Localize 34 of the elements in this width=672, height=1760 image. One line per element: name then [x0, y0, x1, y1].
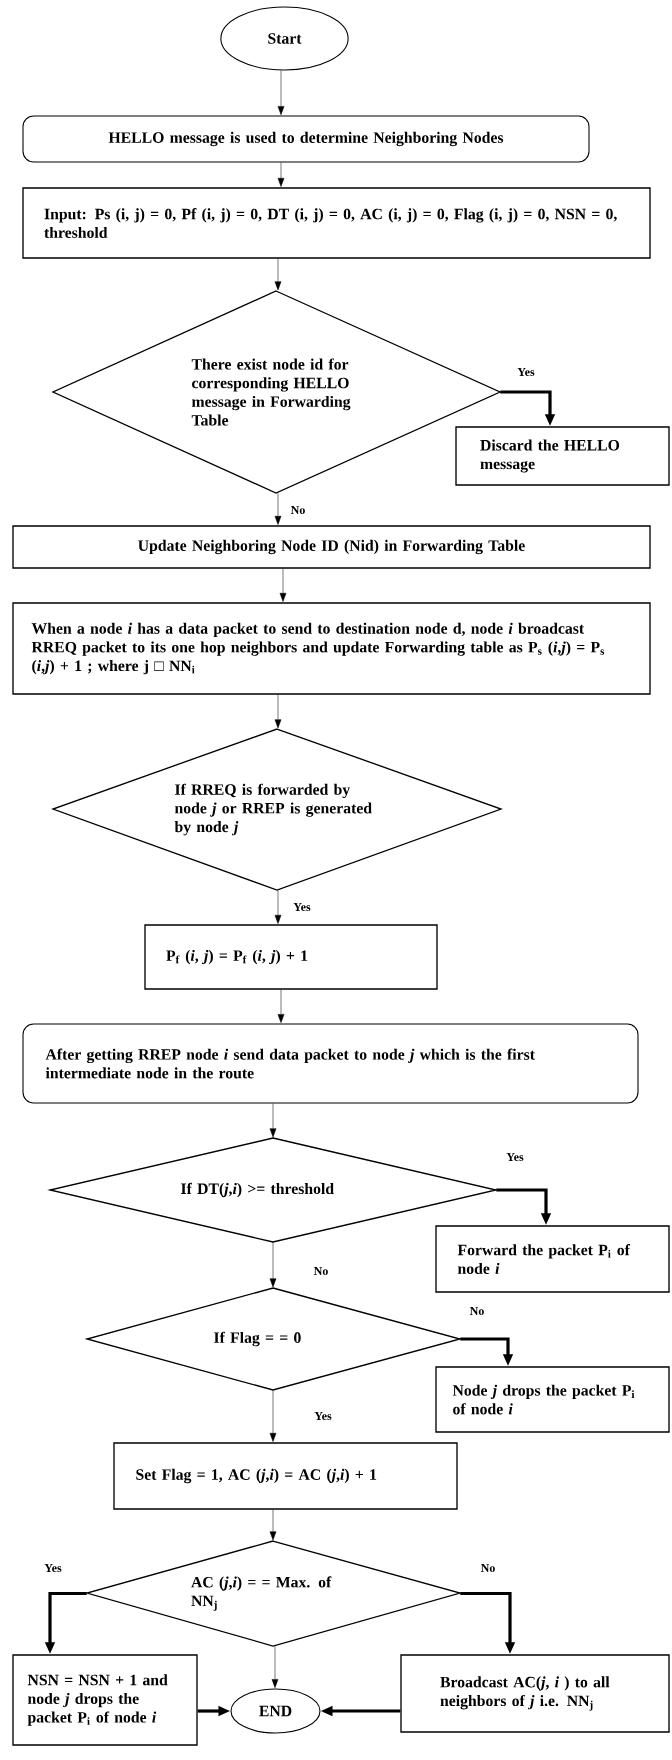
edge-label: Yes	[293, 903, 311, 911]
arrow	[274, 694, 282, 729]
process-box: Node j drops the packet P$_{i}$ of node i	[435, 1366, 670, 1433]
arrow	[274, 890, 282, 924]
process-box: Discard the HELLO message	[455, 426, 670, 486]
arrow	[277, 70, 285, 115]
edge-label: Yes	[506, 1153, 524, 1161]
arrow	[269, 1390, 277, 1442]
arrow	[271, 1646, 279, 1688]
arrow	[269, 1509, 277, 1541]
edge-label: No	[469, 1307, 484, 1315]
process-box: After getting RREP node i send data packet to node j which is the first intermediate node in the route	[22, 1023, 639, 1104]
process-box: Update Neighboring Node ID (Nid) in Forwarding Table	[12, 525, 651, 569]
process-box: Broadcast AC(j, i ) to all neighbors of j i.e. NN$_{j}$	[400, 1654, 670, 1733]
process-box: Set Flag = 1, AC (j,i) = AC (j,i) + 1	[113, 1442, 458, 1510]
edge-label: No	[313, 1267, 328, 1275]
arrow	[277, 162, 285, 187]
process-box: P$_{f}$ (i, j) = P$_{f}$ (i, j) + 1	[144, 924, 438, 990]
edge-label: Yes	[517, 368, 535, 376]
arrow	[277, 989, 285, 1023]
arrow	[274, 258, 282, 291]
process-box: When a node i has a data packet to send to destination node d, node i broadcast RREQ packet to its one hop neighbors and update Forwarding table as P$_{s}$ (i,j) = P$_{s}$ (i,j) + 1 ; where j □ NN$_{i}$	[12, 602, 651, 695]
edge-label: No	[480, 1564, 495, 1572]
edge-label: No	[290, 506, 305, 514]
process-box: NSN = NSN + 1 and node j drops the packet P$_{i}$ of node i	[12, 1654, 198, 1746]
edge-label: Yes	[314, 1412, 332, 1420]
input-box: Input: Ps (i, j) = 0, Pf (i, j) = 0, DT (i, j) = 0, AC (i, j) = 0, Flag (i, j) = 0, NSN = 0, threshold	[22, 187, 651, 259]
process-box: Forward the packet P$_{i}$ of node i	[435, 1225, 670, 1293]
edge-label: Yes	[44, 1564, 62, 1572]
arrow	[269, 1242, 277, 1288]
arrow	[269, 1103, 277, 1138]
process-box: HELLO message is used to determine Neighboring Nodes	[22, 115, 590, 163]
arrow	[274, 493, 282, 525]
arrow	[279, 568, 287, 602]
